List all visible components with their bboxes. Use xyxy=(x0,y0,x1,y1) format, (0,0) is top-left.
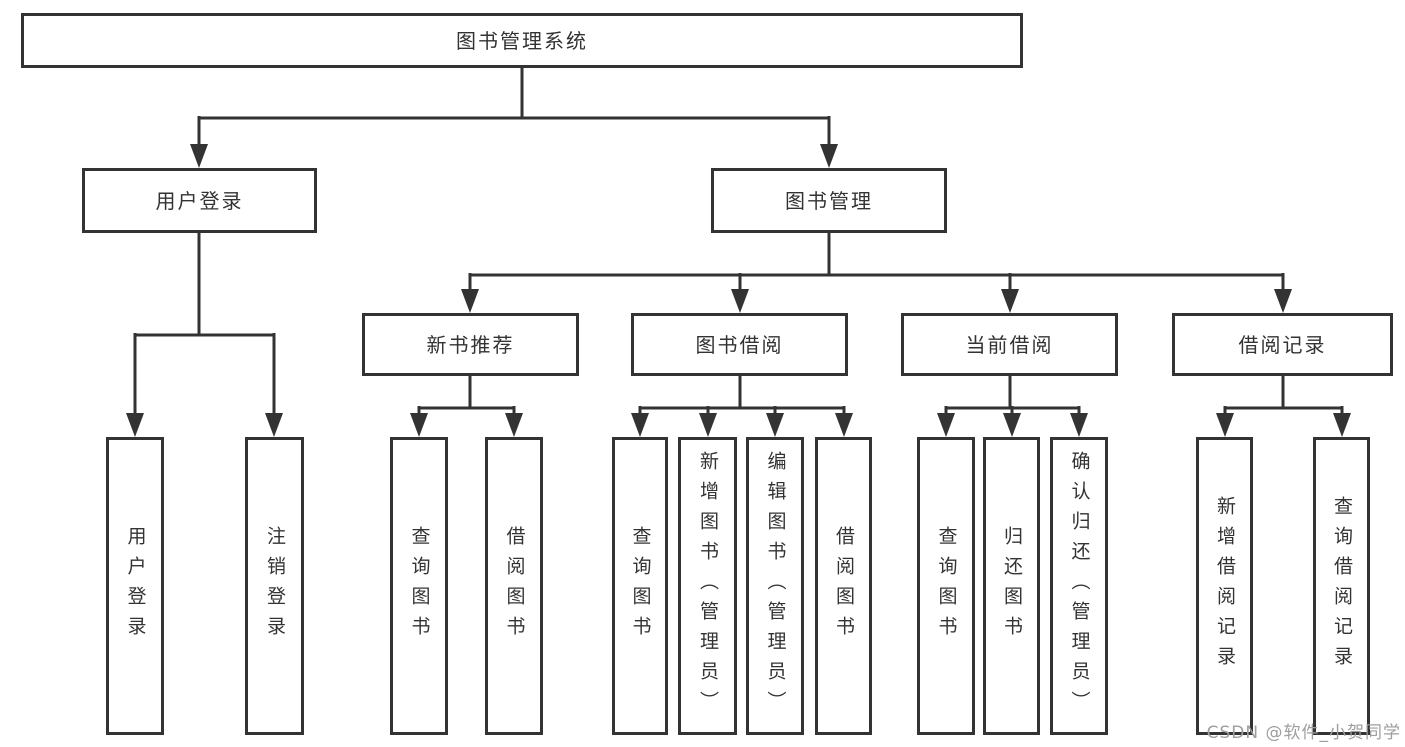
leaf-borrow-books: 借阅图书 xyxy=(815,437,872,735)
leaf-return-books: 归还图书 xyxy=(983,437,1040,735)
leaf-query-books-borrow: 查询图书 xyxy=(612,437,668,735)
leaf-logout: 注销登录 xyxy=(245,437,304,735)
leaf-query-books-new: 查询图书 xyxy=(390,437,448,735)
arrowheads xyxy=(126,144,1351,437)
leaf-edit-books-admin: 编辑图书（管理员） xyxy=(746,437,804,735)
leaf-borrow-books-new: 借阅图书 xyxy=(485,437,543,735)
leaf-query-borrow-record: 查询借阅记录 xyxy=(1313,437,1370,735)
node-user-login: 用户登录 xyxy=(82,168,317,233)
leaf-query-books-current: 查询图书 xyxy=(917,437,975,735)
leaf-add-books-admin: 新增图书（管理员） xyxy=(678,437,737,735)
csdn-watermark: CSDN @软件_小贺同学 xyxy=(1206,723,1401,743)
node-current-borrowing: 当前借阅 xyxy=(901,313,1118,376)
node-library-management-system: 图书管理系统 xyxy=(21,13,1023,68)
node-book-management: 图书管理 xyxy=(711,168,947,233)
leaf-user-login: 用户登录 xyxy=(106,437,164,735)
leaf-confirm-return-admin: 确认归还（管理员） xyxy=(1050,437,1108,735)
node-new-book-recommendation: 新书推荐 xyxy=(362,313,579,376)
node-borrowing-records: 借阅记录 xyxy=(1172,313,1393,376)
leaf-add-borrow-record: 新增借阅记录 xyxy=(1196,437,1253,735)
node-book-borrowing: 图书借阅 xyxy=(631,313,848,376)
